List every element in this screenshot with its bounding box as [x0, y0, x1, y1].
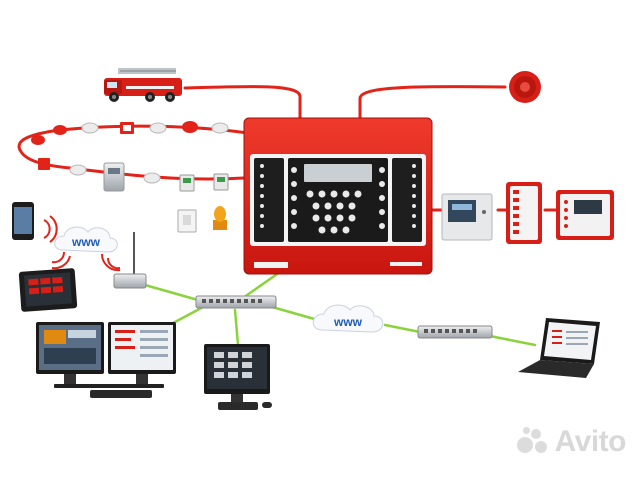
- net-cloud-to-switch2: [383, 323, 422, 334]
- panel-keypad: [306, 190, 362, 234]
- panel-side-buttons: [291, 167, 385, 229]
- avito-logo-icon: [516, 427, 551, 457]
- wire-to-truck: [183, 85, 302, 120]
- io-module-icon: [179, 174, 195, 192]
- laptop-icon: [518, 318, 600, 378]
- cloud-left: www: [54, 226, 118, 253]
- avito-watermark: Avito: [516, 425, 627, 459]
- siren-icon: [509, 71, 541, 103]
- switch-icon: [177, 209, 197, 233]
- smoke-detector-icon: [53, 125, 67, 135]
- detector-loop: [31, 121, 229, 233]
- single-monitor-icon: [204, 344, 272, 410]
- smoke-detector-icon: [182, 121, 198, 133]
- mobile-phone-icon: [12, 202, 34, 240]
- fire-truck-icon: [104, 68, 182, 102]
- net-panel-to-switch: [238, 270, 282, 302]
- smoke-detector-icon: [149, 122, 167, 134]
- network-switch-icon: [195, 295, 277, 309]
- repeater-panel-display: [556, 190, 614, 240]
- led-column-left: [260, 164, 264, 228]
- smoke-detector-icon: [69, 164, 87, 176]
- call-point-icon: [120, 122, 134, 134]
- interface-module-icon: [103, 162, 125, 192]
- avito-watermark-text: Avito: [554, 425, 627, 458]
- net-switch2-to-laptop: [488, 334, 537, 347]
- repeater-panel-grey: [441, 193, 493, 241]
- tablet-icon: [18, 268, 78, 312]
- smoke-detector-icon: [31, 135, 45, 145]
- smoke-detector-icon: [81, 122, 99, 134]
- wire-to-siren: [358, 85, 507, 120]
- io-module-icon: [213, 173, 229, 191]
- dual-monitor-workstation-icon: [36, 322, 176, 398]
- repeater-panel-red: [506, 182, 542, 244]
- call-point-icon: [38, 158, 50, 170]
- smoke-detector-icon: [143, 172, 161, 184]
- cloud-right-label: www: [333, 315, 363, 329]
- fire-alarm-control-panel: [243, 117, 433, 275]
- wire-detector-loop-bottom: [18, 148, 246, 181]
- smoke-detector-icon: [211, 122, 229, 134]
- cloud-left-label: www: [71, 235, 101, 249]
- cloud-right: www: [312, 304, 384, 333]
- wireless-waves: [43, 215, 121, 272]
- net-antenna-to-switch: [143, 283, 207, 304]
- led-column-right: [412, 164, 416, 228]
- net-switch-to-monitor: [233, 308, 240, 347]
- wireless-gateway-icon: [113, 232, 147, 289]
- beacon-icon: [213, 206, 227, 230]
- network-switch-icon: [417, 325, 493, 339]
